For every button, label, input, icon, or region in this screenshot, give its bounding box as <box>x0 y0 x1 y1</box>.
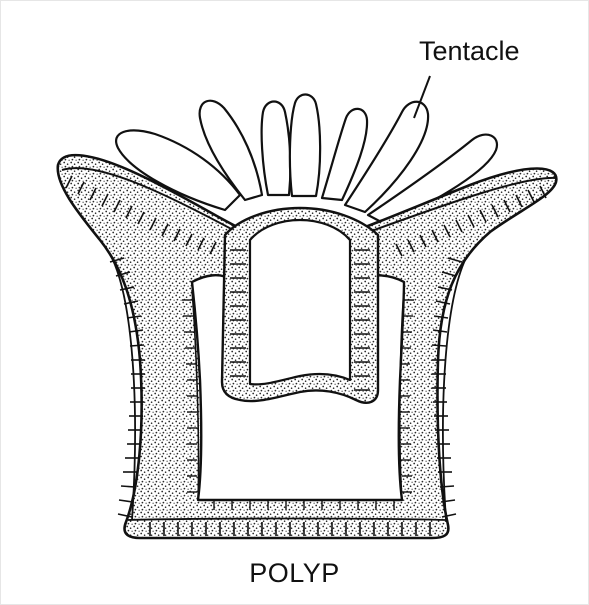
tentacle-left-inner <box>262 102 291 196</box>
tentacle-label: Tentacle <box>419 36 520 67</box>
figure-title: POLYP <box>0 558 589 589</box>
tentacle-center <box>290 94 320 196</box>
pharynx-lumen <box>250 220 350 384</box>
